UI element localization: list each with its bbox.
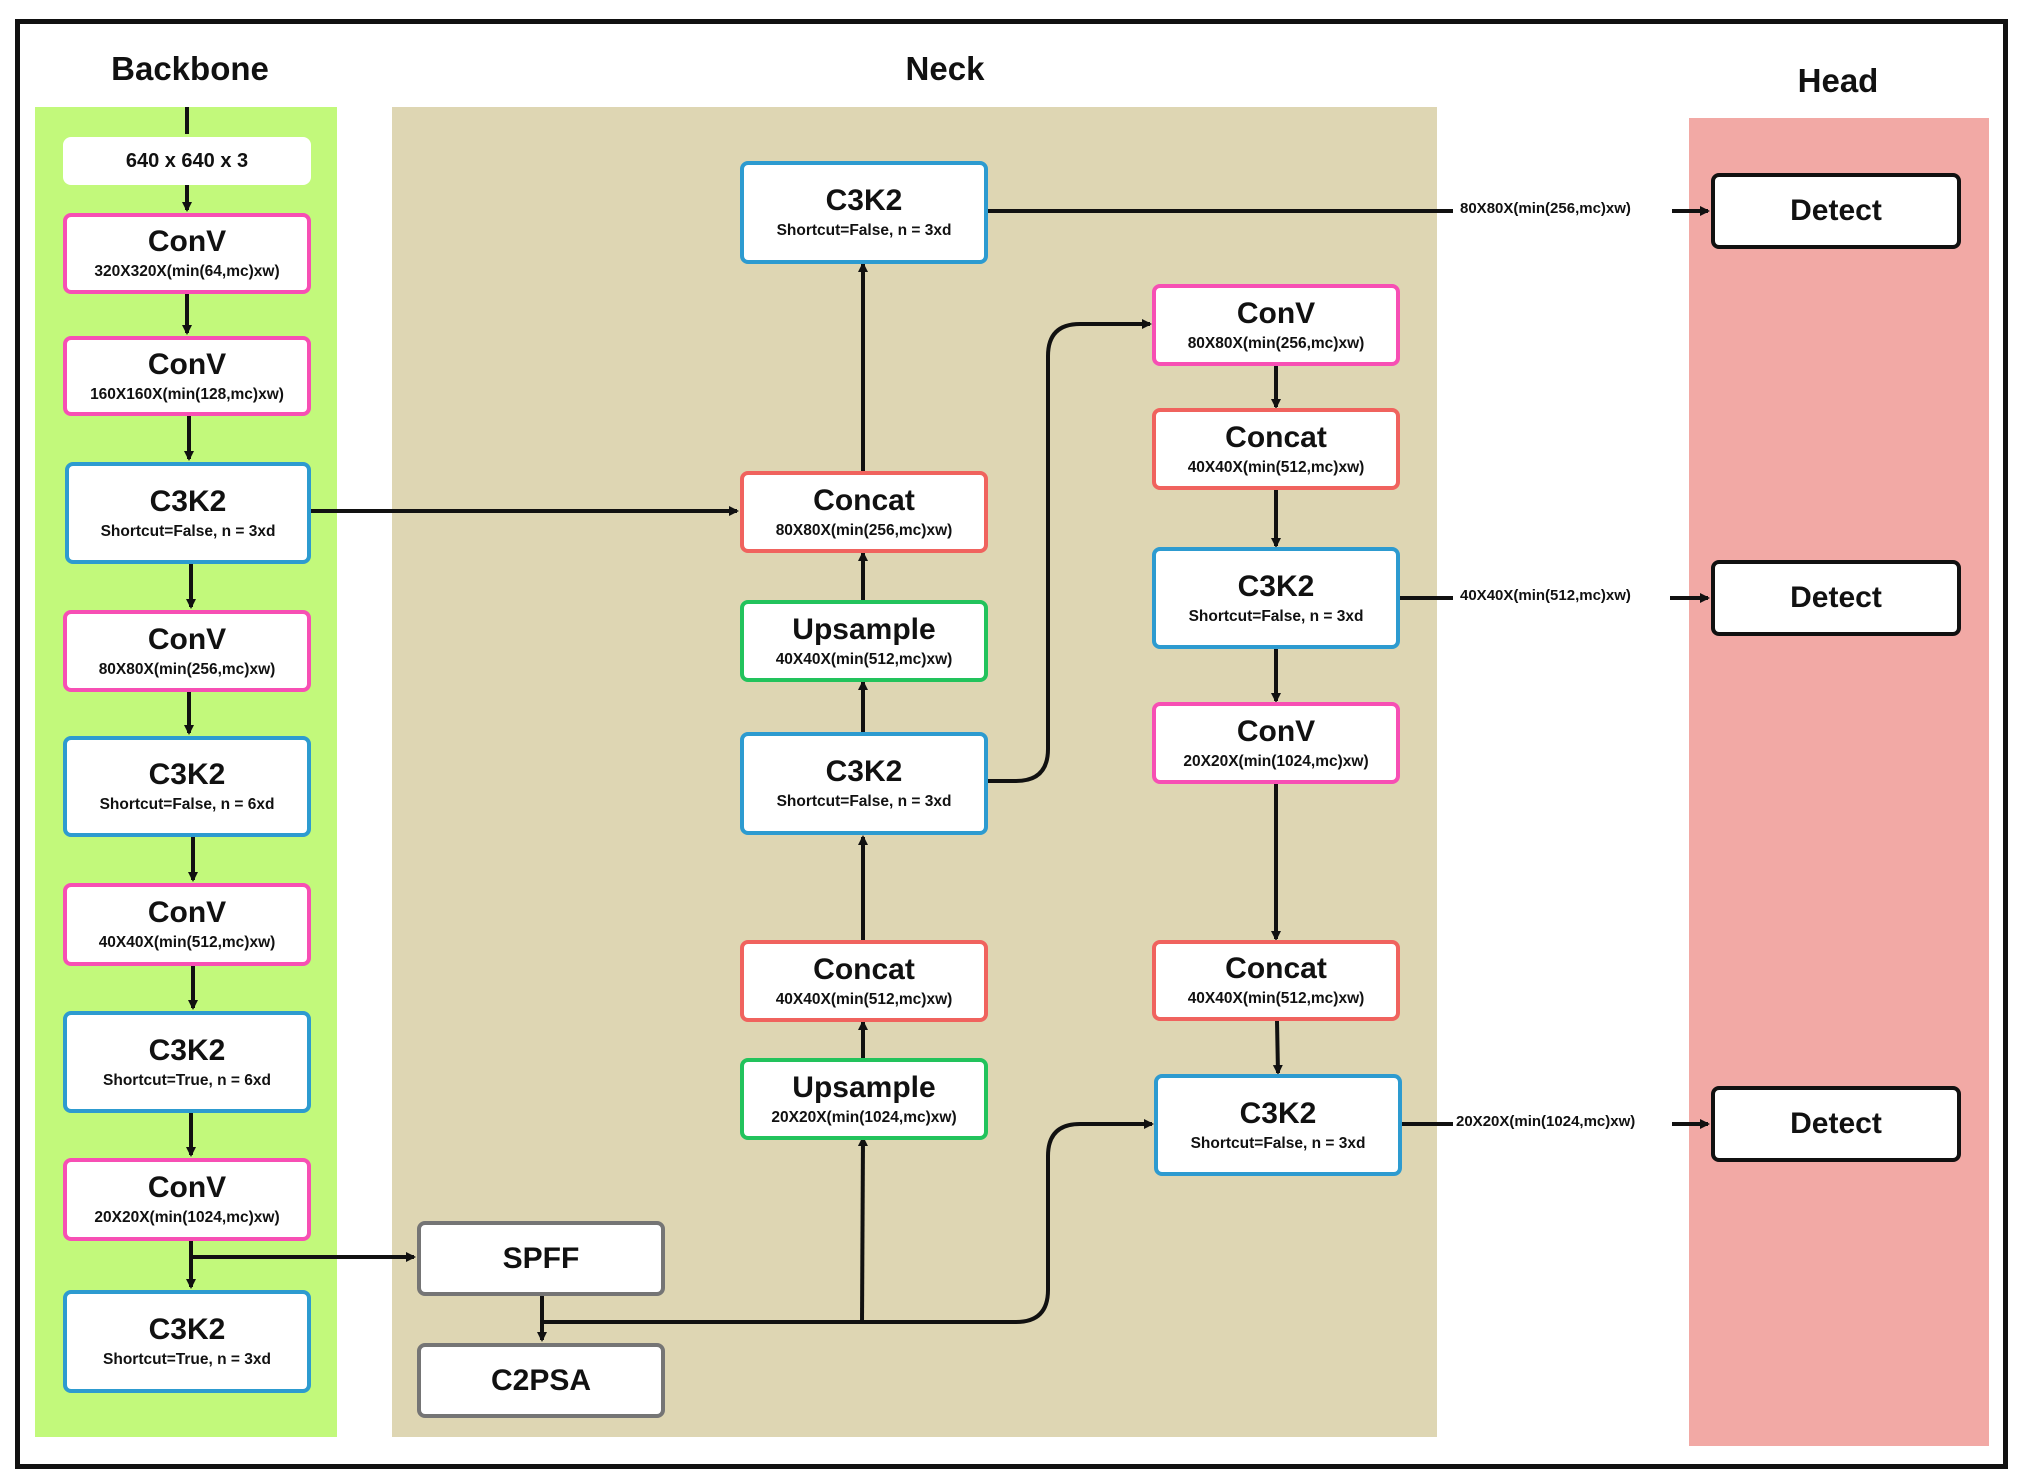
node-title: Concat <box>813 952 915 986</box>
diagram-frame <box>15 19 2008 1469</box>
node-title: Upsample <box>792 612 936 646</box>
node-title: Concat <box>813 483 915 517</box>
node-subtitle: Shortcut=False, n = 6xd <box>99 796 275 813</box>
node-title: ConV <box>147 1171 227 1204</box>
node-subtitle: 40X40X(min(512,mc)xw) <box>775 990 953 1008</box>
node-subtitle: 80X80X(min(256,mc)xw) <box>98 660 276 678</box>
neck-conv-r2: ConV 20X20X(min(1024,mc)xw) <box>1152 702 1400 784</box>
head-label-2: 40X40X(min(512,mc)xw) <box>1460 587 1631 604</box>
detect-node-1: Detect <box>1711 173 1961 249</box>
node-subtitle: 40X40X(min(512,mc)xw) <box>775 650 953 668</box>
head-title: Head <box>1797 62 1879 99</box>
neck-upsample-1: Upsample 20X20X(min(1024,mc)xw) <box>740 1058 988 1140</box>
node-subtitle: Shortcut=False, n = 3xd <box>1188 607 1364 625</box>
node-title: C3K2 <box>148 1313 226 1346</box>
neck-c3k2-r2: C3K2 Shortcut=False, n = 3xd <box>1154 1074 1402 1176</box>
node-title: ConV <box>147 347 227 381</box>
node-subtitle: 80X80X(min(256,mc)xw) <box>775 521 953 539</box>
neck-c3k2-r1: C3K2 Shortcut=False, n = 3xd <box>1152 547 1400 649</box>
node-subtitle: Shortcut=False, n = 3xd <box>776 793 952 810</box>
neck-upsample-2: Upsample 40X40X(min(512,mc)xw) <box>740 600 988 682</box>
node-subtitle: Shortcut=True, n = 6xd <box>103 1071 271 1089</box>
node-subtitle: 80X80X(min(256,mc)xw) <box>1187 334 1365 352</box>
backbone-conv-4: ConV 40X40X(min(512,mc)xw) <box>63 883 311 966</box>
input-label: 640 x 640 x 3 <box>125 150 249 172</box>
node-title: ConV <box>1236 296 1316 330</box>
node-title: Detect <box>1790 581 1882 614</box>
neck-title: Neck <box>905 50 985 87</box>
head-panel <box>1689 118 1989 1446</box>
neck-conv-r1: ConV 80X80X(min(256,mc)xw) <box>1152 284 1400 366</box>
detect-node-2: Detect <box>1711 560 1961 636</box>
node-title: ConV <box>147 896 227 929</box>
arrow-concatr2-c3k2r2 <box>1272 1020 1283 1075</box>
node-title: C3K2 <box>825 184 903 217</box>
backbone-conv-3: ConV 80X80X(min(256,mc)xw) <box>63 610 311 692</box>
node-title: Detect <box>1790 194 1882 227</box>
node-title: ConV <box>147 225 227 258</box>
node-subtitle: 20X20X(min(1024,mc)xw) <box>771 1108 957 1126</box>
c2psa-node: C2PSA <box>417 1343 665 1418</box>
input-node: 640 x 640 x 3 <box>63 137 311 185</box>
neck-c3k2-b: C3K2 Shortcut=False, n = 3xd <box>740 161 988 264</box>
detect-node-3: Detect <box>1711 1086 1961 1162</box>
node-title: C3K2 <box>149 484 227 518</box>
arrow-c3k2a-convr1 <box>986 319 1152 783</box>
node-subtitle: Shortcut=False, n = 3xd <box>100 522 276 540</box>
node-title: ConV <box>147 622 227 656</box>
backbone-conv-2: ConV 160X160X(min(128,mc)xw) <box>63 336 311 416</box>
node-title: C3K2 <box>148 758 226 791</box>
head-label-3: 20X20X(min(1024,mc)xw) <box>1456 1113 1636 1130</box>
backbone-c3k2-2: C3K2 Shortcut=False, n = 6xd <box>63 736 311 837</box>
spff-node: SPFF <box>417 1221 665 1296</box>
neck-c3k2-a: C3K2 Shortcut=False, n = 3xd <box>740 732 988 835</box>
node-title: Concat <box>1225 952 1327 985</box>
node-title: SPFF <box>502 1241 580 1275</box>
arrow-c2psa-c3k2r2 <box>862 1119 1154 1324</box>
neck-concat-r1: Concat 40X40X(min(512,mc)xw) <box>1152 408 1400 490</box>
node-subtitle: 40X40X(min(512,mc)xw) <box>1187 458 1365 476</box>
node-subtitle: 40X40X(min(512,mc)xw) <box>98 934 276 951</box>
node-subtitle: Shortcut=False, n = 3xd <box>1190 1134 1366 1152</box>
node-title: C3K2 <box>1237 569 1315 603</box>
node-subtitle: Shortcut=True, n = 3xd <box>103 1351 271 1368</box>
node-subtitle: Shortcut=False, n = 3xd <box>776 222 952 239</box>
backbone-c3k2-1: C3K2 Shortcut=False, n = 3xd <box>65 462 311 564</box>
node-title: C3K2 <box>825 755 903 788</box>
backbone-title: Backbone <box>111 50 269 87</box>
backbone-conv-1: ConV 320X320X(min(64,mc)xw) <box>63 213 311 294</box>
node-subtitle: 20X20X(min(1024,mc)xw) <box>94 1209 280 1226</box>
node-subtitle: 160X160X(min(128,mc)xw) <box>90 385 284 403</box>
node-subtitle: 320X320X(min(64,mc)xw) <box>94 263 280 280</box>
node-subtitle: 20X20X(min(1024,mc)xw) <box>1183 752 1369 770</box>
neck-concat-2: Concat 80X80X(min(256,mc)xw) <box>740 471 988 553</box>
backbone-conv-5: ConV 20X20X(min(1024,mc)xw) <box>63 1158 311 1241</box>
head-label-1: 80X80X(min(256,mc)xw) <box>1460 200 1631 217</box>
neck-concat-1: Concat 40X40X(min(512,mc)xw) <box>740 940 988 1022</box>
arrow-c2psa-upsample1 <box>857 1136 868 1323</box>
node-subtitle: 40X40X(min(512,mc)xw) <box>1187 990 1365 1007</box>
node-title: C3K2 <box>148 1033 226 1067</box>
backbone-c3k2-3: C3K2 Shortcut=True, n = 6xd <box>63 1011 311 1113</box>
node-title: C3K2 <box>1239 1096 1317 1130</box>
node-title: Concat <box>1225 420 1327 454</box>
node-title: ConV <box>1236 714 1316 748</box>
node-title: Upsample <box>792 1070 936 1104</box>
backbone-c3k2-4: C3K2 Shortcut=True, n = 3xd <box>63 1290 311 1393</box>
node-title: C2PSA <box>490 1363 592 1397</box>
node-title: Detect <box>1790 1107 1882 1140</box>
neck-concat-r2: Concat 40X40X(min(512,mc)xw) <box>1152 940 1400 1021</box>
